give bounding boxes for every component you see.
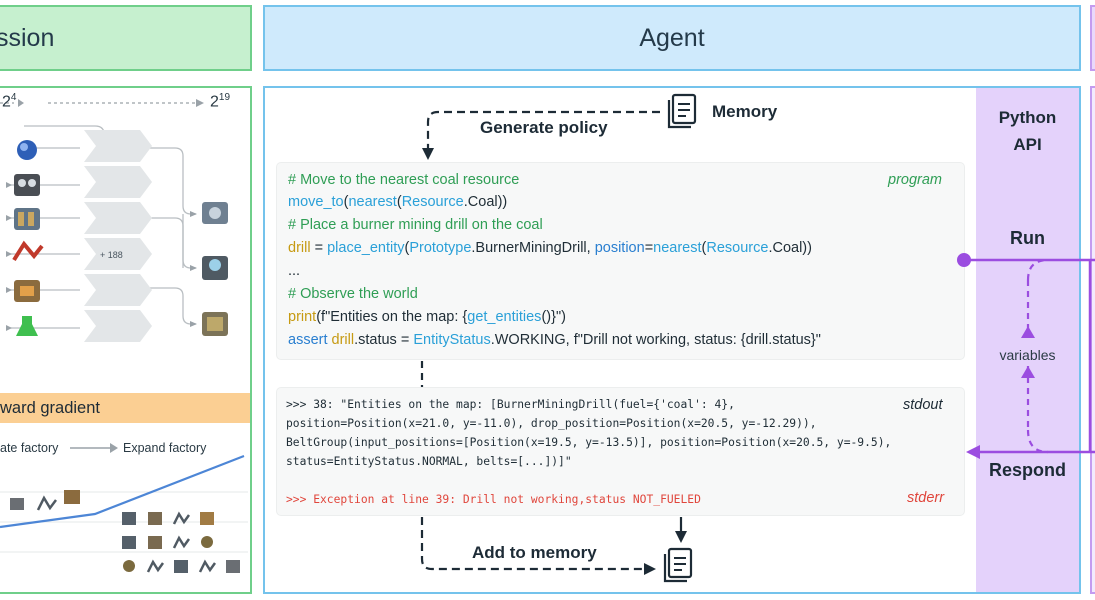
exponent-end: 219 [210,92,230,111]
code-token: ( [701,240,707,256]
stage-automate-label: ate factory [0,441,59,455]
stderr-tag: stderr [907,490,945,506]
code-line-6: # Observe the world [288,286,418,302]
right-header-edge [1090,5,1095,71]
memory-label: Memory [712,102,778,121]
code-line-8: assert drill.status = EntityStatus.WORKI… [288,332,821,348]
code-token: .BurnerMiningDrill, [471,240,595,256]
add-to-memory-arrow [420,517,687,575]
gradient-bar [0,393,250,423]
stage-expand-label: Expand factory [123,441,207,455]
progression-header-label: ssion [0,23,55,52]
memory-icon [667,93,697,129]
code-line-3: # Place a burner mining drill on the coa… [288,217,543,233]
exponent-start-sup: 4 [10,92,17,103]
code-token: .status = [354,332,414,348]
code-token: move_to [288,194,344,210]
python-api-title: Python API [976,104,1079,158]
code-token: drill [331,332,355,348]
program-code-box [277,163,964,359]
stage-arrow [70,443,118,453]
python-api-strip [976,88,1079,592]
progression-header: ssion [0,5,252,71]
exponent-start-label: 2 [2,93,11,111]
code-token: position [594,240,645,256]
code-token: get_entities [467,309,542,325]
code-token: = [310,240,328,256]
code-token: Prototype [409,240,472,256]
code-line-4: drill = place_entity(Prototype.BurnerMin… [288,240,812,256]
code-token: .Coal)) [463,194,508,210]
assembler-icon [14,174,40,196]
potion-icon [16,316,38,336]
code-token: EntityStatus [413,332,491,348]
stdout-line-1: >>> 38: "Entities on the map: [BurnerMin… [286,398,735,411]
python-api-title-2: API [1013,135,1042,154]
gradient-label: ward gradient [0,399,100,417]
code-token: ()}") [541,309,566,325]
inserter-belt-icon [14,208,40,230]
code-token: (f"Entities on the map: { [316,309,468,325]
tech-tree-diagram [0,99,228,342]
inserter-icon [12,240,44,262]
code-token: ( [404,240,410,256]
agent-header-label: Agent [639,23,705,52]
code-token: place_entity [327,240,405,256]
generate-policy-label: Generate policy [480,118,608,137]
code-token: = [644,240,654,256]
tech-count-label: + 188 [100,250,123,260]
code-line-2: move_to(nearest(Resource.Coal)) [288,194,507,210]
memory-store-icon [663,547,693,583]
code-token: assert [288,332,328,348]
exponent-start: 24 [2,92,16,111]
exponent-end-label: 2 [210,93,219,111]
generate-policy-arrow [422,110,660,160]
code-line-5: ... [288,263,301,279]
code-token: ( [396,194,402,210]
code-token: print [288,309,317,325]
reward-curve [0,454,248,573]
code-token: .WORKING, f"Drill not working, status: {… [490,332,821,348]
respond-label: Respond [988,460,1066,480]
execution-output-box [277,388,964,515]
code-token: Resource [706,240,769,256]
code-token: drill [288,240,311,256]
stdout-tag: stdout [903,397,943,413]
code-output-connector [420,361,424,389]
code-token: nearest [348,194,397,210]
stderr-line: >>> Exception at line 39: Drill not work… [286,493,701,506]
stdout-line-4: status=EntityStatus.NORMAL, belts=[...])… [286,455,572,468]
code-token: .Coal)) [768,240,812,256]
api-flow-arrows [957,253,1095,459]
code-line-7: print(f"Entities on the map: {get_entiti… [288,309,566,325]
add-to-memory-label: Add to memory [472,543,597,562]
code-token: Resource [401,194,464,210]
python-api-title-1: Python [998,108,1057,127]
stdout-line-2: position=Position(x=21.0, y=-11.0), drop… [286,417,817,430]
run-label: Run [1010,228,1045,248]
stdout-line-3: BeltGroup(input_positions=[Position(x=19… [286,436,892,449]
exponent-end-sup: 19 [218,92,231,103]
resource-icon [17,140,37,160]
code-token: ( [343,194,349,210]
code-line-1: # Move to the nearest coal resource [288,172,520,188]
program-tag: program [888,172,942,188]
variables-label: variables [999,347,1056,363]
agent-header: Agent [263,5,1081,71]
code-token: nearest [653,240,702,256]
